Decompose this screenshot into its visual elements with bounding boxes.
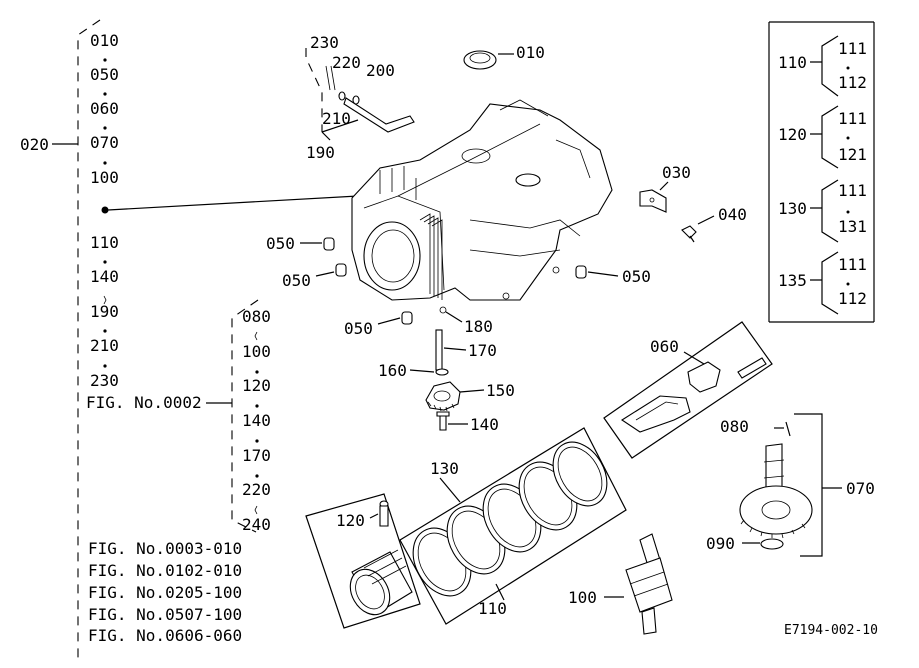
oil-seal-010: 010: [463, 43, 545, 70]
list-item: 050: [90, 65, 119, 84]
svg-text:111: 111: [838, 181, 867, 200]
callout-050: 050: [344, 319, 373, 338]
list-item: 080: [242, 307, 271, 326]
assembly-dashed-bracket: [305, 48, 323, 132]
list-item: 100: [242, 342, 271, 361]
piston-120: 120: [305, 493, 421, 629]
list-item: 140: [90, 267, 119, 286]
callout-050: 050: [266, 234, 295, 253]
left-parts-list: 020 010 050 060 070 100 110 140 190 210 …: [20, 19, 359, 660]
group-code-020: 020: [20, 135, 49, 154]
list-item: 220: [242, 480, 271, 499]
washer: [338, 91, 346, 101]
callout-160: 160: [378, 361, 407, 380]
svg-text:112: 112: [838, 73, 867, 92]
leader-to-crankcase: [107, 195, 359, 211]
list-item: 110: [90, 233, 119, 252]
svg-text:135: 135: [778, 271, 807, 290]
svg-text:112: 112: [838, 289, 867, 308]
callout-140: 140: [470, 415, 499, 434]
list-item: 120: [242, 376, 271, 395]
separator-dots: [103, 58, 107, 368]
callout-090: 090: [706, 534, 735, 553]
attachment-dot: [101, 206, 109, 214]
list-item: 230: [90, 371, 119, 390]
fig-ref: FIG. No.0606-060: [88, 626, 242, 645]
svg-text:111: 111: [838, 255, 867, 274]
piston-ring-set: 130 110: [399, 427, 627, 625]
callout-230: 230: [310, 33, 339, 52]
list-item: 240: [242, 515, 271, 534]
mid-dashed-bracket: [231, 299, 259, 533]
cam-gear: [739, 485, 813, 535]
callout-040: 040: [718, 205, 747, 224]
crankcase-body: [351, 99, 613, 301]
list-item: 070: [90, 133, 119, 152]
list-item: 010: [90, 31, 119, 50]
callout-120: 120: [336, 511, 365, 530]
governor-arm-060: 060: [603, 321, 773, 459]
callout-130: 130: [430, 459, 459, 478]
kit-row-120: 120 111 121: [778, 105, 867, 169]
kit-row-130: 130 111 131: [778, 179, 867, 243]
fig-ref-0002: FIG. No.0002: [86, 393, 202, 412]
breather-assembly: 230 220 200 210 190: [305, 33, 415, 162]
callout-030: 030: [662, 163, 691, 182]
fig-reference-list: FIG. No.0003-010 FIG. No.0102-010 FIG. N…: [88, 539, 242, 645]
svg-text:111: 111: [838, 109, 867, 128]
callout-150: 150: [486, 381, 515, 400]
list-item: 170: [242, 446, 271, 465]
list-item: 140: [242, 411, 271, 430]
list-item: 100: [90, 168, 119, 187]
left-dashed-bracket: [77, 19, 101, 660]
shaft-170: [435, 329, 443, 371]
callout-210: 210: [322, 109, 351, 128]
fig-ref: FIG. No.0507-100: [88, 605, 242, 624]
right-kit-table: 110 111 112 120 111 121 130 111 131 135 …: [768, 21, 875, 323]
list-item: 210: [90, 336, 119, 355]
callout-200: 200: [366, 61, 395, 80]
cylinder-bore: [363, 221, 421, 291]
svg-text:131: 131: [838, 217, 867, 236]
camshaft-070: 070 080 090: [706, 413, 875, 557]
svg-text:130: 130: [778, 199, 807, 218]
callout-110: 110: [478, 599, 507, 618]
drawing-id: E7194-002-10: [784, 623, 878, 638]
callout-190: 190: [306, 143, 335, 162]
callout-070: 070: [846, 479, 875, 498]
breather-plate: [343, 97, 415, 133]
svg-text:120: 120: [778, 125, 807, 144]
fig-ref: FIG. No.0205-100: [88, 583, 242, 602]
bolt-040: 040: [681, 205, 747, 243]
crankshaft-100: 100: [568, 533, 673, 635]
callout-080: 080: [720, 417, 749, 436]
kit-row-135: 135 111 112: [778, 251, 867, 315]
middle-parts-list: 080 100 120 140 170 220 240: [206, 299, 271, 534]
kit-row-110: 110 111 112: [778, 35, 867, 97]
callout-170: 170: [468, 341, 497, 360]
governor-parts: 180 170 160 150 140: [378, 306, 515, 434]
callout-220: 220: [332, 53, 361, 72]
fig-ref: FIG. No.0003-010: [88, 539, 242, 558]
callout-010: 010: [516, 43, 545, 62]
separator-dots: [254, 331, 259, 515]
gear-150: [425, 381, 461, 411]
callout-050: 050: [622, 267, 651, 286]
callout-180: 180: [464, 317, 493, 336]
svg-text:121: 121: [838, 145, 867, 164]
callout-100: 100: [568, 588, 597, 607]
svg-text:111: 111: [838, 39, 867, 58]
dowel-pins-050: 050 050 050 050: [266, 234, 651, 338]
list-item: 060: [90, 99, 119, 118]
svg-text:110: 110: [778, 53, 807, 72]
list-item: 190: [90, 302, 119, 321]
callout-060: 060: [650, 337, 679, 356]
bracket-030: 030: [639, 163, 691, 213]
callout-050: 050: [282, 271, 311, 290]
ring-set-frame: [399, 427, 627, 625]
fig-ref: FIG. No.0102-010: [88, 561, 242, 580]
